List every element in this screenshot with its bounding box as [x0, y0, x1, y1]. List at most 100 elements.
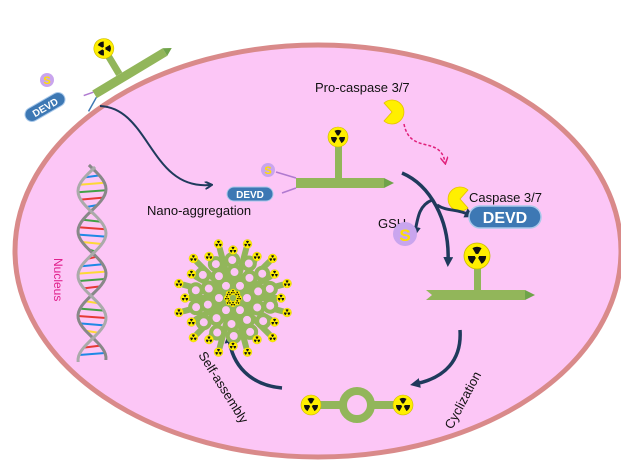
dna-strand: [76, 163, 108, 361]
base-pair: [81, 263, 103, 268]
svg-text:S: S: [43, 75, 50, 87]
cleaved-probe: [426, 242, 535, 300]
base-pair: [82, 218, 102, 223]
macrocycle: [187, 282, 204, 299]
base-pair: [77, 189, 107, 194]
radiation-icon: [228, 341, 238, 351]
radiation-icon: [276, 293, 286, 303]
macrocycle: [188, 299, 205, 316]
radiation-icon: [300, 394, 322, 416]
radiation-icon: [186, 269, 197, 279]
cell: [12, 42, 621, 460]
dna-strand: [76, 165, 108, 363]
radiation-icon: [174, 307, 184, 318]
macrocycle: [255, 313, 272, 330]
devd-tag: DEVD: [24, 92, 66, 122]
released-thiol: S: [393, 222, 417, 246]
base-pair: [84, 174, 100, 179]
radiation-icon: [282, 278, 292, 289]
macrocycle: [241, 269, 258, 286]
svg-text:DEVD: DEVD: [236, 190, 264, 201]
base-pair: [83, 344, 101, 349]
macrocycle: [226, 264, 243, 281]
radiation-icon: [188, 332, 199, 343]
macrocycle: [195, 314, 212, 331]
probe-intracellular: S DEVD: [226, 126, 394, 202]
macrocycle: [200, 280, 217, 297]
base-pair: [80, 322, 104, 327]
radiation-icon: [234, 290, 241, 297]
radiation-icon: [242, 239, 253, 249]
radiation-icon: [186, 317, 197, 327]
radiation-icon: [392, 394, 414, 416]
radiation-icon: [463, 242, 491, 270]
base-pair: [78, 270, 106, 275]
radiation-icon: [282, 307, 292, 318]
radiation-icon: [188, 253, 199, 264]
pro-caspase-label: Pro-caspase 3/7: [315, 80, 410, 95]
radiation-icon: [269, 317, 280, 327]
macrocycle: [262, 297, 279, 314]
macrocycle: [208, 310, 225, 327]
radiation-icon: [267, 253, 278, 264]
radiation-icon: [213, 239, 224, 249]
base-pair: [79, 181, 105, 186]
macrocycle: [223, 315, 240, 332]
nucleus-label: Nucleus: [51, 258, 65, 301]
base-pair: [77, 315, 107, 319]
radiation-icon: [228, 245, 238, 255]
radiation-icon: [252, 334, 262, 345]
macrocycle: [249, 299, 266, 316]
macrocycle: [194, 266, 211, 283]
macrocycle: [209, 324, 226, 341]
nano-aggregate: [174, 239, 292, 357]
svg-text:DEVD: DEVD: [483, 210, 527, 227]
caspase-label: Caspase 3/7: [469, 190, 542, 205]
radiation-icon: [204, 334, 214, 345]
macrocycle: [207, 256, 224, 273]
released-devd: DEVD: [468, 205, 542, 229]
macrocycle: [261, 280, 278, 297]
macrocycle: [240, 255, 257, 272]
base-pair: [78, 233, 106, 238]
svg-text:S: S: [399, 226, 410, 245]
uptake-arrow: [99, 105, 210, 185]
radiation-icon: [213, 347, 224, 357]
macrocycle: [232, 277, 248, 294]
radiation-icon: [267, 332, 278, 343]
radiation-icon: [327, 126, 349, 148]
pro-caspase-icon: [383, 99, 405, 125]
nano-aggregation-label: Nano-aggregation: [147, 203, 251, 218]
macrocycle: [224, 252, 241, 269]
radiation-icon: [180, 293, 190, 303]
radiation-icon: [204, 251, 214, 262]
thiol-tag: S: [40, 73, 54, 87]
macrocycle: [254, 265, 271, 282]
radiation-icon: [269, 269, 280, 279]
macrocycle: [218, 302, 234, 319]
devd-release-arrow: [436, 203, 475, 218]
activation-arrow: [403, 123, 445, 162]
base-pair: [82, 241, 102, 245]
macrocycle: [242, 323, 259, 340]
thiol-release-arrow: [410, 198, 433, 237]
base-pair: [79, 307, 105, 312]
dna-helix-icon: [76, 163, 108, 363]
base-pair: [79, 278, 105, 282]
base-pair: [83, 285, 101, 290]
base-pair: [80, 196, 104, 201]
svg-text:S: S: [264, 165, 271, 177]
radiation-icon: [252, 251, 262, 262]
cyclization-arrow: [410, 329, 462, 388]
cleavage-arrow: [401, 171, 454, 267]
radiation-icon: [242, 347, 253, 357]
radiation-icon: [174, 278, 184, 289]
probe-outside: [83, 34, 172, 112]
base-pair: [78, 352, 106, 356]
caspase-icon: [447, 186, 469, 212]
base-pair: [78, 226, 106, 231]
cyclized-dimer: [300, 387, 414, 423]
macrocycle: [225, 327, 242, 344]
